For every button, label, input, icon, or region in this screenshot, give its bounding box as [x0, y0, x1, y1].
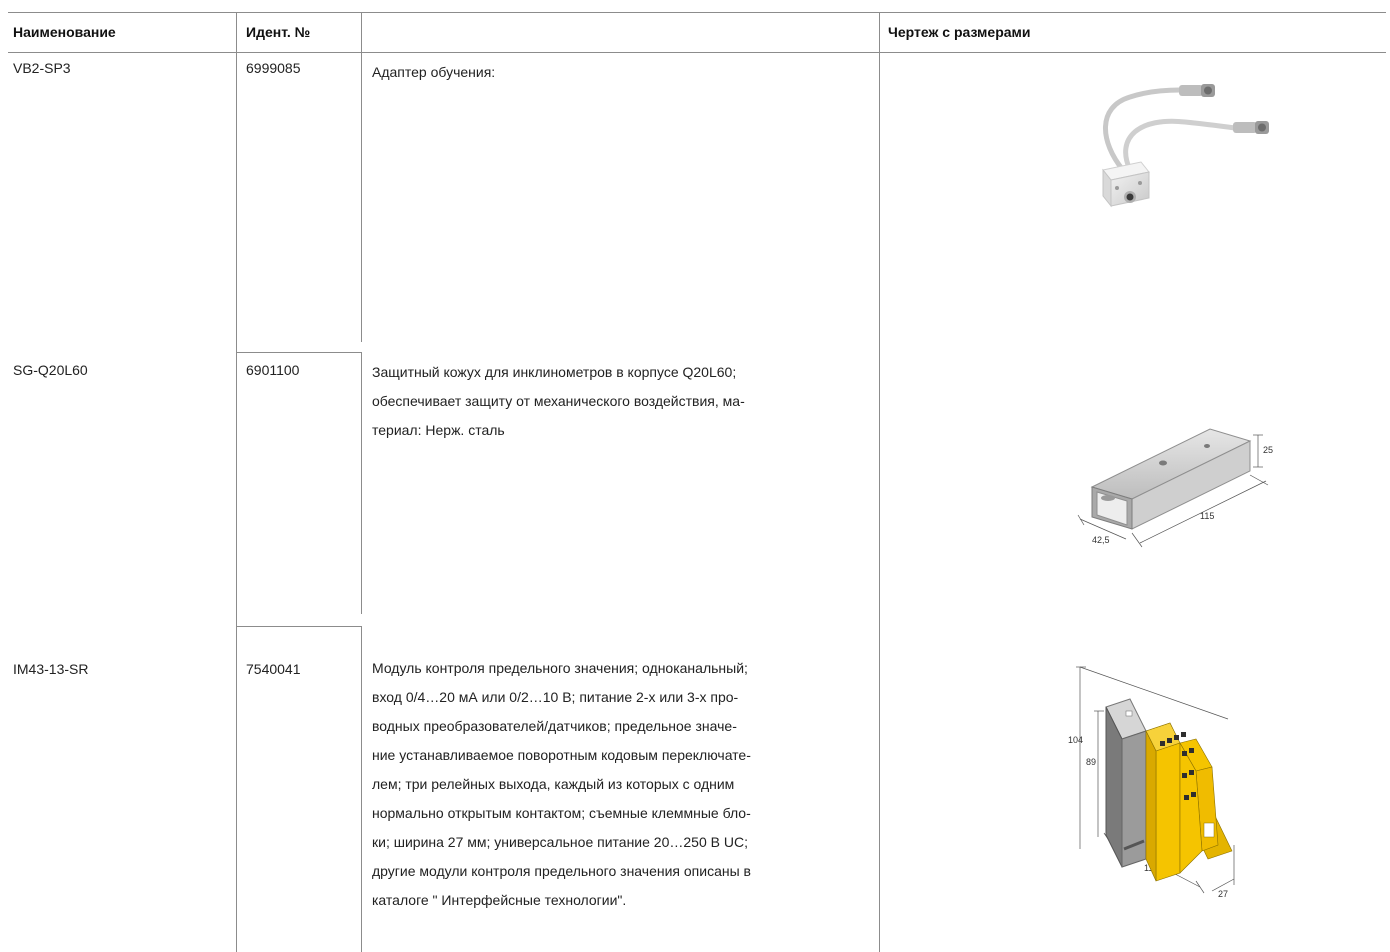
description-line: Защитный кожух для инклинометров в корпу…: [372, 364, 737, 380]
description-line: Адаптер обучения:: [372, 64, 496, 80]
connector-upper: [1179, 84, 1215, 97]
column-divider-2: [361, 12, 362, 342]
product-ident: 6901100: [246, 362, 300, 378]
description-line: териал: Нерж. сталь: [372, 422, 505, 438]
description-line: вход 0/4…20 мА или 0/2…10 В; питание 2-х…: [372, 689, 739, 705]
product-description: Адаптер обучения:: [372, 58, 887, 87]
row-divider: [236, 626, 362, 627]
table-top-rule: [8, 12, 1386, 13]
product-name: VB2-SP3: [13, 60, 71, 76]
connector-right: [1233, 121, 1269, 134]
dimension-lines: [1077, 434, 1269, 548]
dimension-label: 42,5: [1092, 535, 1110, 545]
module-yellow-housing: [1145, 722, 1233, 882]
column-header-name: Наименование: [13, 24, 116, 40]
product-description: Защитный кожух для инклинометров в корпу…: [372, 358, 887, 445]
dimension-label: 115: [1200, 511, 1214, 521]
header-bottom-rule: [8, 52, 1386, 53]
product-ident: 7540041: [246, 661, 301, 677]
column-header-drawing: Чертеж с размерами: [888, 24, 1031, 40]
column-divider-2-row3: [361, 626, 362, 952]
teach-adapter-cable-photo: [1102, 84, 1269, 208]
dimension-label: 27: [1218, 889, 1228, 899]
dimension-label: 25: [1263, 445, 1273, 455]
column-divider-3: [879, 12, 880, 952]
column-divider-2-row2: [361, 352, 362, 614]
terminal-blocks: [1160, 732, 1196, 800]
adapter-block: [1102, 161, 1150, 208]
housing-body: [1090, 428, 1252, 530]
description-line: каталоге " Интерфейсные технологии".: [372, 892, 627, 908]
front-label: [1203, 822, 1215, 838]
description-line: нормально открытым контактом; съемные кл…: [372, 805, 751, 821]
protective-housing-drawing: 25 115 42,5: [1077, 428, 1273, 548]
limit-value-module-drawing: 104 89 110 27: [1068, 666, 1235, 899]
column-divider-1: [236, 12, 237, 952]
row-divider: [236, 352, 362, 353]
description-line: ки; ширина 27 мм; универсальное питание …: [372, 834, 748, 850]
description-line: Модуль контроля предельного значения; од…: [372, 660, 748, 676]
description-line: обеспечивает защиту от механического воз…: [372, 393, 745, 409]
description-line: ние устанавливаемое поворотным кодовым п…: [372, 747, 751, 763]
product-description: Модуль контроля предельного значения; од…: [372, 654, 887, 915]
product-name: SG-Q20L60: [13, 362, 88, 378]
description-line: водных преобразователей/датчиков; предел…: [372, 718, 737, 734]
module-grey-housing: [1105, 698, 1147, 868]
column-header-ident: Идент. №: [246, 24, 311, 40]
description-line: лем; три релейных выхода, каждый из кото…: [372, 776, 735, 792]
dimension-label: 89: [1086, 757, 1096, 767]
description-line: другие модули контроля предельного значе…: [372, 863, 751, 879]
product-name: IM43-13-SR: [13, 661, 89, 677]
product-ident: 6999085: [246, 60, 301, 76]
dimension-label: 104: [1068, 735, 1083, 745]
